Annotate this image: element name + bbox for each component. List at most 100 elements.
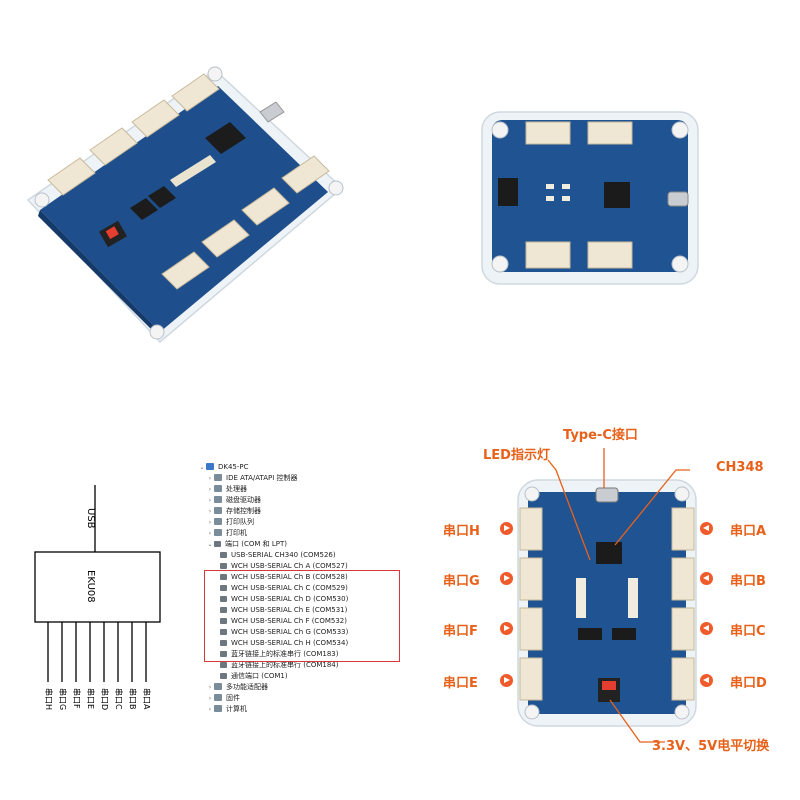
tree-item-label: IDE ATA/ATAPI 控制器 [226, 474, 298, 482]
tree-item-label: 蓝牙链接上的标准串行 (COM183) [231, 650, 339, 658]
storage-icon [214, 507, 222, 514]
tree-category[interactable]: › 处理器 [206, 484, 247, 495]
diagram-port-label: 串口E [86, 688, 95, 710]
tree-item-label: WCH USB-SERIAL Ch A (COM527) [231, 562, 348, 570]
tree-item-label: WCH USB-SERIAL Ch E (COM531) [231, 606, 348, 614]
right-port-annotation: 串口A [730, 524, 767, 539]
cpu-icon [214, 485, 222, 492]
diagram-port-label: 串口H [44, 688, 53, 711]
block-diagram [34, 485, 161, 682]
tree-device[interactable]: 蓝牙链接上的标准串行 (COM183) [220, 649, 339, 660]
port-icon [220, 673, 227, 679]
firmware-icon [214, 694, 222, 701]
photo-8port-board-angled [26, 66, 344, 344]
tree-item-label: 计算机 [226, 705, 247, 713]
tree-category[interactable]: › IDE ATA/ATAPI 控制器 [206, 473, 298, 484]
level-switch-annotation: 3.3V、5V电平切换 [652, 739, 770, 754]
diagram-port-label: 串口B [128, 688, 137, 710]
tree-category[interactable]: › 多功能适配器 [206, 682, 268, 693]
diagram-port-label: 串口C [114, 688, 123, 710]
highlight-box [204, 570, 400, 662]
tree-device[interactable]: WCH USB-SERIAL Ch E (COM531) [220, 605, 347, 616]
tree-item-label: WCH USB-SERIAL Ch B (COM528) [231, 573, 348, 581]
chevron-right-icon[interactable]: › [208, 475, 212, 482]
tree-device[interactable]: WCH USB-SERIAL Ch B (COM528) [220, 572, 348, 583]
tree-item-label: 端口 (COM 和 LPT) [225, 540, 287, 548]
tree-item-label: 固件 [226, 694, 240, 702]
port-icon [220, 629, 227, 635]
tree-category[interactable]: › 磁盘驱动器 [206, 495, 261, 506]
chevron-right-icon[interactable]: › [208, 695, 212, 702]
tree-item-label: 打印机 [226, 529, 247, 537]
tree-device[interactable]: 通信端口 (COM1) [220, 671, 288, 682]
tree-category[interactable]: › 计算机 [206, 704, 247, 715]
arrow-right-icon [500, 522, 513, 535]
tree-category[interactable]: › 固件 [206, 693, 240, 704]
arrow-left-icon [700, 622, 713, 635]
port-icon [214, 541, 221, 547]
tree-device[interactable]: WCH USB-SERIAL Ch D (COM530) [220, 594, 348, 605]
arrow-left-icon [700, 572, 713, 585]
chevron-down-icon[interactable]: ⌄ [207, 541, 213, 548]
arrow-left-icon [700, 674, 713, 687]
chevron-right-icon[interactable]: › [208, 497, 212, 504]
chevron-right-icon[interactable]: › [208, 486, 212, 493]
tree-device[interactable]: USB-SERIAL CH340 (COM526) [220, 550, 336, 561]
chevron-right-icon[interactable]: › [208, 508, 212, 515]
tree-device[interactable]: WCH USB-SERIAL Ch A (COM527) [220, 561, 348, 572]
printer-icon [214, 518, 222, 525]
port-icon [220, 552, 227, 558]
tree-item-label: 磁盘驱动器 [226, 496, 261, 504]
tree-item-label: 处理器 [226, 485, 247, 493]
adapter-icon [214, 683, 222, 690]
tree-category[interactable]: › 打印机 [206, 528, 247, 539]
chevron-right-icon[interactable]: › [208, 519, 212, 526]
tree-item-label: 多功能适配器 [226, 683, 268, 691]
tree-item-label: 通信端口 (COM1) [231, 672, 288, 680]
tree-item-label: 打印队列 [226, 518, 254, 526]
chevron-right-icon[interactable]: › [208, 530, 212, 537]
tree-device[interactable]: WCH USB-SERIAL Ch H (COM534) [220, 638, 348, 649]
type-c-annotation: Type-C接口 [563, 428, 638, 443]
computer-icon [214, 705, 222, 712]
port-icon [220, 574, 227, 580]
arrow-right-icon [500, 622, 513, 635]
tree-device[interactable]: WCH USB-SERIAL Ch F (COM532) [220, 616, 347, 627]
photo-2port-board [481, 111, 699, 285]
arrow-right-icon [500, 572, 513, 585]
chevron-down-icon[interactable]: ⌄ [199, 464, 205, 471]
tree-category[interactable]: › 存储控制器 [206, 506, 261, 517]
chevron-right-icon[interactable]: › [208, 684, 212, 691]
tree-device[interactable]: WCH USB-SERIAL Ch G (COM533) [220, 627, 348, 638]
tree-item-label: WCH USB-SERIAL Ch C (COM529) [231, 584, 348, 592]
chip-annotation: CH348 [716, 460, 764, 475]
photo-annotated-board [517, 479, 697, 727]
left-port-annotation: 串口G [443, 574, 480, 589]
arrow-right-icon [500, 674, 513, 687]
tree-item-label: WCH USB-SERIAL Ch H (COM534) [231, 639, 349, 647]
tree-item-label: 蓝牙链接上的标准串行 (COM184) [231, 661, 339, 669]
tree-device[interactable]: WCH USB-SERIAL Ch C (COM529) [220, 583, 348, 594]
tree-item-label: WCH USB-SERIAL Ch G (COM533) [231, 628, 349, 636]
port-icon [220, 618, 227, 624]
right-port-annotation: 串口B [730, 574, 766, 589]
port-icon [220, 651, 227, 657]
tree-root[interactable]: ⌄DK45-PC [199, 463, 249, 471]
tree-category[interactable]: ⌄ 端口 (COM 和 LPT) [206, 539, 287, 550]
port-icon [220, 563, 227, 569]
drive-icon [214, 474, 222, 481]
tree-category[interactable]: › 打印队列 [206, 517, 254, 528]
port-icon [220, 585, 227, 591]
led-annotation: LED指示灯 [483, 448, 550, 463]
tree-item-label: 存储控制器 [226, 507, 261, 515]
computer-icon [206, 463, 214, 470]
chevron-right-icon[interactable]: › [208, 706, 212, 713]
left-port-annotation: 串口F [443, 624, 478, 639]
diagram-port-label: 串口G [58, 688, 67, 711]
printer-icon [214, 529, 222, 536]
right-port-annotation: 串口C [730, 624, 766, 639]
disk-icon [214, 496, 222, 503]
tree-device[interactable]: 蓝牙链接上的标准串行 (COM184) [220, 660, 339, 671]
port-icon [220, 607, 227, 613]
diagram-port-label: 串口A [142, 688, 151, 710]
